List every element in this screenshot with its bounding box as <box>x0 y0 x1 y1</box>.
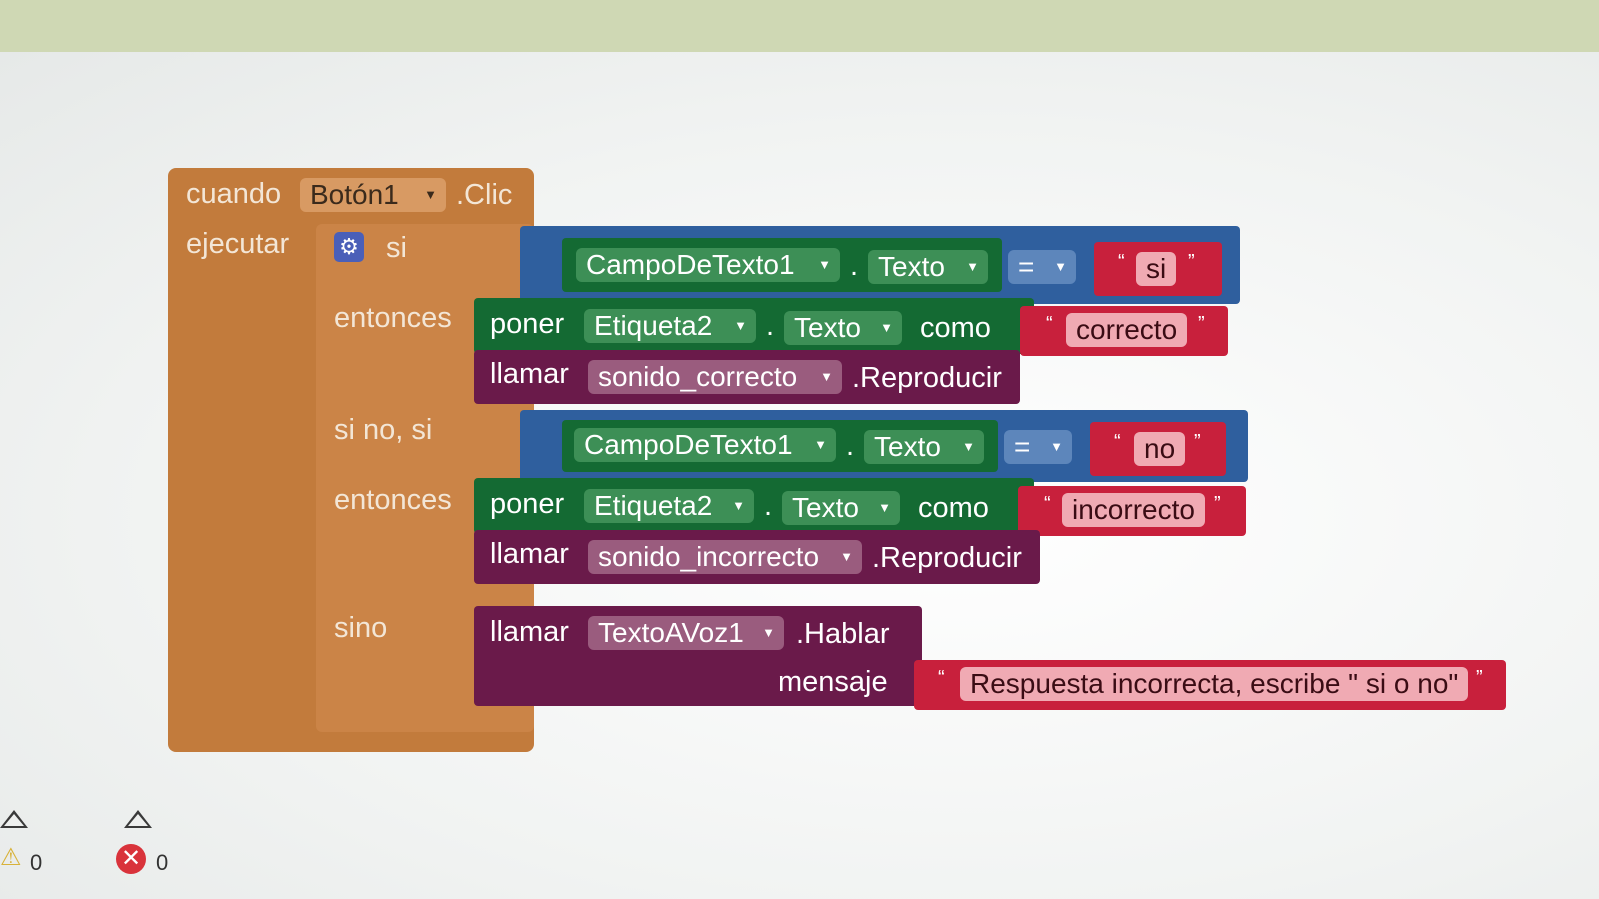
close-quote: ” <box>1188 251 1195 273</box>
chevron-down-icon: ▼ <box>840 549 853 564</box>
chevron-down-icon: ▼ <box>878 500 891 515</box>
dot-separator: . <box>764 490 773 522</box>
text-value-field[interactable]: Respuesta incorrecta, escribe " si o no" <box>960 667 1468 701</box>
error-count: 0 <box>156 850 169 875</box>
then-label-1: entonces <box>334 302 452 334</box>
dot-separator: . <box>846 430 855 462</box>
open-quote: “ <box>938 667 945 689</box>
dot-separator: . <box>850 250 859 282</box>
event-component-value: Botón1 <box>310 179 399 210</box>
set-label: poner <box>490 308 565 340</box>
label-component-dropdown-2[interactable]: Etiqueta2 ▼ <box>584 489 754 523</box>
warning-icon: ⚠ <box>0 844 22 871</box>
gear-icon[interactable]: ⚙ <box>334 232 364 262</box>
else-label: sino <box>334 612 388 644</box>
if-label: si <box>386 232 407 264</box>
label-property-dropdown-1[interactable]: Texto ▼ <box>784 311 902 345</box>
textbox-component-value: CampoDeTexto1 <box>586 249 795 280</box>
operator-dropdown-2[interactable]: = ▼ <box>1004 430 1072 464</box>
warning-count: 0 <box>30 850 43 875</box>
chevron-down-icon: ▼ <box>424 187 437 202</box>
close-quote: ” <box>1198 313 1205 335</box>
property-value: Texto <box>874 431 941 462</box>
chevron-down-icon: ▼ <box>966 259 979 274</box>
textbox-property-dropdown-2[interactable]: Texto ▼ <box>864 430 984 464</box>
do-label: ejecutar <box>186 228 290 260</box>
when-label: cuando <box>186 178 282 210</box>
property-value: Texto <box>878 251 945 282</box>
text-value-field[interactable]: incorrecto <box>1062 493 1205 527</box>
text-value-field[interactable]: si <box>1136 252 1177 286</box>
sound-component-dropdown-1[interactable]: sonido_correcto ▼ <box>588 360 842 394</box>
close-quote: ” <box>1214 493 1221 515</box>
label-property-dropdown-2[interactable]: Texto ▼ <box>782 491 900 525</box>
then-label-2: entonces <box>334 484 452 516</box>
chevron-down-icon: ▼ <box>1054 259 1067 274</box>
sound-component-dropdown-2[interactable]: sonido_incorrecto ▼ <box>588 540 862 574</box>
chevron-down-icon: ▼ <box>732 498 745 513</box>
text-value-field[interactable]: no <box>1134 432 1186 466</box>
text-value-field[interactable]: correcto <box>1066 313 1188 347</box>
method-label: .Reproducir <box>872 542 1022 574</box>
arg-label: mensaje <box>778 666 888 698</box>
textbox-component-dropdown-2[interactable]: CampoDeTexto1 ▼ <box>574 428 836 462</box>
chevron-down-icon: ▼ <box>1050 439 1063 454</box>
dot-separator: . <box>766 310 775 342</box>
textbox-component-dropdown-1[interactable]: CampoDeTexto1 ▼ <box>576 248 840 282</box>
operator-value: = <box>1014 431 1031 462</box>
chevron-down-icon: ▼ <box>734 318 747 333</box>
elseif-label: si no, si <box>334 414 433 446</box>
property-value: Texto <box>792 492 859 523</box>
close-quote: ” <box>1194 431 1201 453</box>
set-label-block-2[interactable] <box>474 478 1034 534</box>
call-label: llamar <box>490 616 569 648</box>
event-component-dropdown[interactable]: Botón1 ▼ <box>300 178 446 212</box>
chevron-down-icon: ▼ <box>820 369 833 384</box>
open-quote: “ <box>1046 313 1053 335</box>
close-quote: ” <box>1476 667 1483 689</box>
errors-toggle-icon[interactable] <box>124 810 152 828</box>
operator-dropdown-1[interactable]: = ▼ <box>1008 250 1076 284</box>
tts-component-value: TextoAVoz1 <box>598 617 744 648</box>
tts-component-dropdown[interactable]: TextoAVoz1 ▼ <box>588 616 784 650</box>
operator-value: = <box>1018 251 1035 282</box>
chevron-down-icon: ▼ <box>814 437 827 452</box>
textbox-property-dropdown-1[interactable]: Texto ▼ <box>868 250 988 284</box>
call-label: llamar <box>490 358 569 390</box>
chevron-down-icon: ▼ <box>880 320 893 335</box>
as-label: como <box>918 492 989 524</box>
sound-component-value: sonido_correcto <box>598 361 798 392</box>
property-value: Texto <box>794 312 861 343</box>
event-name-label: .Clic <box>456 179 513 211</box>
top-bar <box>0 0 1599 52</box>
textbox-component-value: CampoDeTexto1 <box>584 429 793 460</box>
chevron-down-icon: ▼ <box>762 625 775 640</box>
as-label: como <box>920 312 991 344</box>
open-quote: “ <box>1118 251 1125 273</box>
open-quote: “ <box>1114 431 1121 453</box>
error-icon: ✕ <box>116 844 146 874</box>
sound-component-value: sonido_incorrecto <box>598 541 820 572</box>
label-component-value: Etiqueta2 <box>594 490 713 521</box>
chevron-down-icon: ▼ <box>962 439 975 454</box>
label-component-value: Etiqueta2 <box>594 310 713 341</box>
label-component-dropdown-1[interactable]: Etiqueta2 ▼ <box>584 309 756 343</box>
method-label: .Reproducir <box>852 362 1002 394</box>
method-label: .Hablar <box>796 618 890 650</box>
chevron-down-icon: ▼ <box>818 257 831 272</box>
set-label: poner <box>490 488 565 520</box>
event-block-spine <box>214 224 314 734</box>
open-quote: “ <box>1044 493 1051 515</box>
warnings-toggle-icon[interactable] <box>0 810 28 828</box>
call-label: llamar <box>490 538 569 570</box>
